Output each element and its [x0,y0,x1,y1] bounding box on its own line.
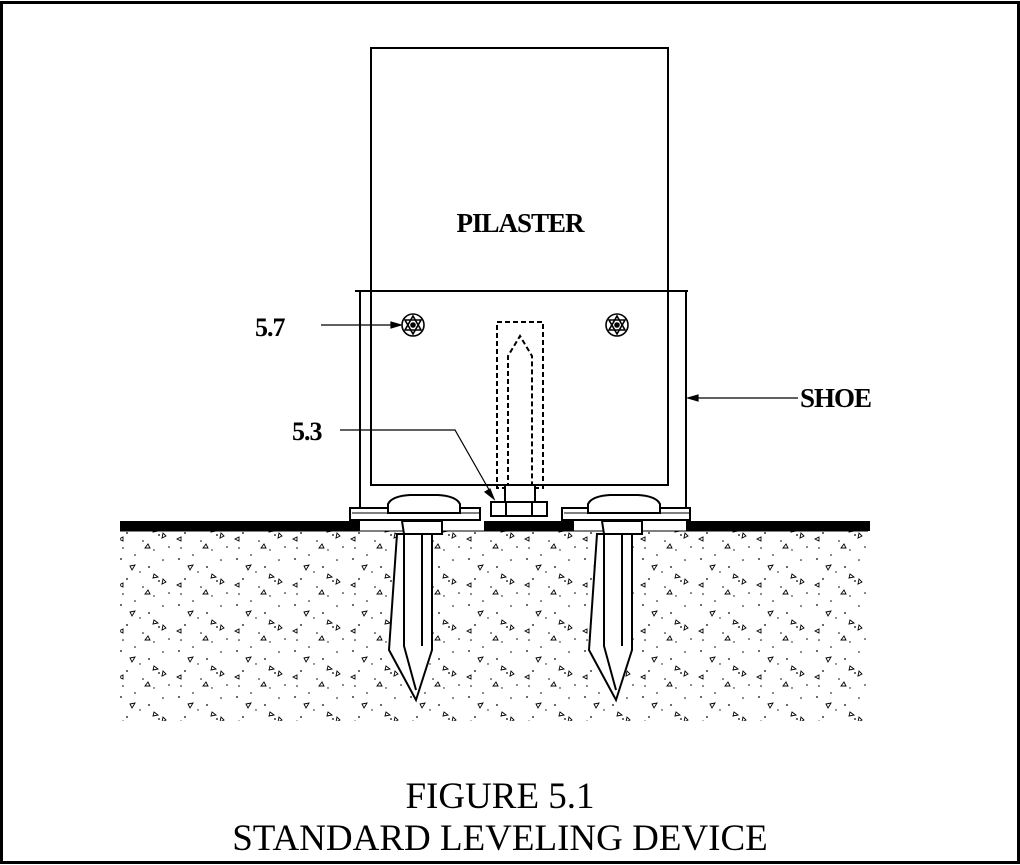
anchor-screw-left [387,494,461,703]
leader-shoe [685,394,798,402]
callout-nut-label: 5.3 [292,417,323,446]
floor-surface [120,521,870,531]
side-screw-icon [605,313,629,337]
leader-nut [340,429,496,501]
anchor-screw-right [587,494,661,703]
pilaster-label: PILASTER [456,208,585,238]
concrete-floor [120,530,870,721]
figure-number: FIGURE 5.1 [405,776,594,817]
shoe-label: SHOE [800,383,871,413]
figure-title: STANDARD LEVELING DEVICE [232,818,768,859]
callout-screw-label: 5.7 [255,313,286,342]
leveling-nut [490,484,548,517]
leader-screw [321,321,404,329]
